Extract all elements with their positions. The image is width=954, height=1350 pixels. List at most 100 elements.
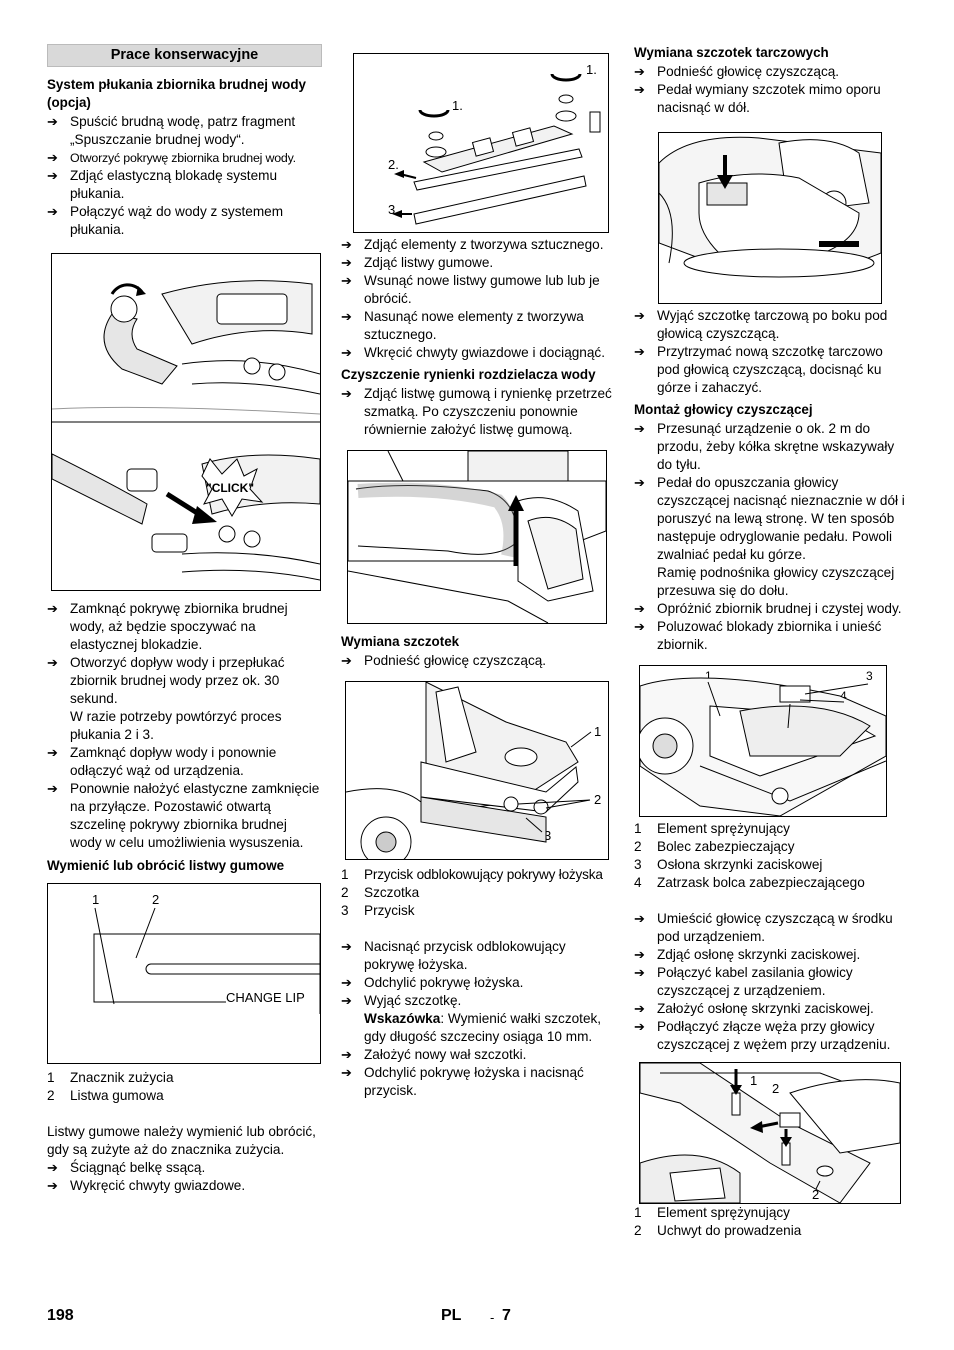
trough-illustration bbox=[348, 451, 606, 623]
arrow-right-icon: ➔ bbox=[634, 1001, 645, 1016]
step-item: ➔Nacisnąć przycisk odblokowujący pokrywę… bbox=[341, 939, 566, 972]
svg-text:2: 2 bbox=[152, 892, 159, 907]
arrow-right-icon: ➔ bbox=[634, 601, 645, 616]
arrow-right-icon: ➔ bbox=[47, 1160, 58, 1175]
arrow-right-icon: ➔ bbox=[634, 1019, 645, 1034]
figure-change-lip: 1 2 CHANGE LIP bbox=[47, 883, 321, 1064]
arrow-right-icon: ➔ bbox=[341, 653, 352, 668]
svg-text:3: 3 bbox=[866, 669, 873, 683]
heading-disc-brush: Wymiana szczotek tarczowych bbox=[634, 45, 829, 60]
svg-text:4: 4 bbox=[840, 689, 847, 703]
arrow-right-icon: ➔ bbox=[341, 1065, 352, 1080]
arrow-right-icon: ➔ bbox=[47, 601, 58, 616]
step-item: ➔Zamknąć dopływ wody i ponownie odłączyć… bbox=[47, 745, 277, 778]
disc-steps-2: ➔Wyjąć szczotkę tarczową po boku pod gło… bbox=[634, 307, 909, 397]
step-item: ➔Odchylić pokrywę łożyska i nacisnąć prz… bbox=[341, 1065, 584, 1098]
arrow-right-icon: ➔ bbox=[634, 947, 645, 962]
arrow-right-icon: ➔ bbox=[341, 993, 352, 1008]
section-title: Prace konserwacyjne bbox=[47, 44, 322, 67]
rinse-steps-2: ➔Zamknąć pokrywę zbiornika brudnej wody,… bbox=[47, 600, 322, 852]
arrow-right-icon: ➔ bbox=[634, 308, 645, 323]
arrow-right-icon: ➔ bbox=[47, 114, 58, 129]
change-lip-illustration: 1 2 CHANGE LIP bbox=[92, 892, 320, 1014]
step-item: ➔Pedał do opuszczania głowicy czyszczące… bbox=[634, 475, 905, 562]
roller-brush-illustration: 1 2 3 bbox=[346, 682, 601, 859]
brush-steps-2: ➔Nacisnąć przycisk odblokowujący pokrywę… bbox=[341, 938, 613, 1100]
arrow-right-icon: ➔ bbox=[47, 204, 58, 219]
svg-text:1: 1 bbox=[92, 892, 99, 907]
heading-water-trough: Czyszczenie rynienki rozdzielacza wody bbox=[341, 367, 596, 382]
squeegee-illustration: 1. 1. 2. 3. bbox=[388, 62, 601, 225]
rinse-steps: ➔Spuścić brudną wodę, patrz fragment „Sp… bbox=[47, 113, 322, 239]
column-1: Prace konserwacyjne System płukania zbio… bbox=[47, 44, 322, 1195]
step-item: ➔Wyjąć szczotkę. bbox=[341, 993, 462, 1008]
section-page-number: 7 bbox=[502, 1307, 511, 1324]
footer-dash: - bbox=[490, 1310, 495, 1325]
column-2: 1. 1. 2. 3. ➔Zdjąć elementy z tworzywa s… bbox=[341, 44, 613, 1100]
figure-roller-brush: 1 2 3 bbox=[345, 681, 609, 860]
step-item: ➔Umieścić głowicę czyszczącą w środku po… bbox=[634, 911, 893, 944]
step-item: ➔Wykręcić chwyty gwiazdowe. bbox=[47, 1178, 246, 1193]
step-item: ➔Podnieść głowicę czyszczącą. bbox=[341, 653, 547, 668]
step-item: ➔Wkręcić chwyty gwiazdowe i dociągnąć. bbox=[341, 345, 606, 360]
arrow-right-icon: ➔ bbox=[341, 273, 352, 288]
step-item: ➔Ściągnąć belkę ssącą. bbox=[47, 1160, 206, 1175]
arrow-right-icon: ➔ bbox=[634, 619, 645, 634]
arrow-right-icon: ➔ bbox=[47, 655, 58, 670]
note-text: Ramię podnośnika głowicy czyszczącej prz… bbox=[657, 565, 895, 598]
arrow-right-icon: ➔ bbox=[47, 781, 58, 796]
step-item: ➔Wyjąć szczotkę tarczową po boku pod gło… bbox=[634, 308, 888, 341]
step-item: ➔Podłączyć złącze węża przy głowicy czys… bbox=[634, 1019, 891, 1052]
svg-text:2.: 2. bbox=[388, 157, 399, 172]
mount-steps-3: ➔Umieścić głowicę czyszczącą w środku po… bbox=[634, 910, 909, 1054]
step-item: ➔Spuścić brudną wodę, patrz fragment „Sp… bbox=[47, 114, 296, 147]
arrow-right-icon: ➔ bbox=[341, 1047, 352, 1062]
step-item: ➔Założyć osłonę skrzynki zaciskowej. bbox=[634, 1001, 874, 1016]
rinse-illustration: "CLICK" bbox=[52, 280, 320, 581]
step-item: ➔Opróżnić zbiornik brudnej i czystej wod… bbox=[634, 601, 902, 616]
step-item: ➔Zamknąć pokrywę zbiornika brudnej wody,… bbox=[47, 601, 288, 652]
language-code: PL bbox=[441, 1307, 462, 1324]
hint-text: Wskazówka: Wymienić wałki szczotek, gdy … bbox=[364, 1011, 602, 1044]
arrow-right-icon: ➔ bbox=[341, 386, 352, 401]
arrow-right-icon: ➔ bbox=[47, 168, 58, 183]
arrow-right-icon: ➔ bbox=[634, 421, 645, 436]
arrow-right-icon: ➔ bbox=[47, 150, 58, 165]
arrow-right-icon: ➔ bbox=[634, 475, 645, 490]
heading-rinse-system: System płukania zbiornika brudnej wody (… bbox=[47, 77, 306, 110]
svg-text:3.: 3. bbox=[388, 202, 399, 217]
arrow-right-icon: ➔ bbox=[341, 975, 352, 990]
lip-steps-2: ➔Zdjąć elementy z tworzywa sztucznego. ➔… bbox=[341, 236, 613, 362]
step-item: ➔Zdjąć elastyczną blokadę systemu płukan… bbox=[47, 168, 278, 201]
page-number: 198 bbox=[47, 1307, 74, 1324]
step-item: ➔Zdjąć listwy gumowe. bbox=[341, 255, 494, 270]
arrow-right-icon: ➔ bbox=[341, 237, 352, 252]
step-item: ➔Połączyć wąż do wody z systemem płukani… bbox=[47, 204, 284, 237]
step-item: ➔Przesunąć urządzenie o ok. 2 m do przod… bbox=[634, 421, 895, 472]
arrow-right-icon: ➔ bbox=[634, 965, 645, 980]
column-3: Wymiana szczotek tarczowych ➔Podnieść gł… bbox=[634, 44, 909, 1240]
arrow-right-icon: ➔ bbox=[341, 939, 352, 954]
arrow-right-icon: ➔ bbox=[634, 344, 645, 359]
figure-tank-lift: 1 3 4 2 bbox=[639, 665, 887, 817]
svg-text:1: 1 bbox=[594, 724, 601, 739]
arrow-right-icon: ➔ bbox=[341, 345, 352, 360]
tank-lift-illustration: 1 3 4 2 bbox=[640, 669, 886, 816]
svg-text:1.: 1. bbox=[586, 62, 597, 77]
figure-disc-brush bbox=[658, 132, 882, 304]
note-text: W razie potrzeby powtórzyć proces płukan… bbox=[70, 709, 282, 742]
step-item: ➔Założyć nowy wał szczotki. bbox=[341, 1047, 527, 1062]
svg-text:2: 2 bbox=[812, 1187, 819, 1202]
